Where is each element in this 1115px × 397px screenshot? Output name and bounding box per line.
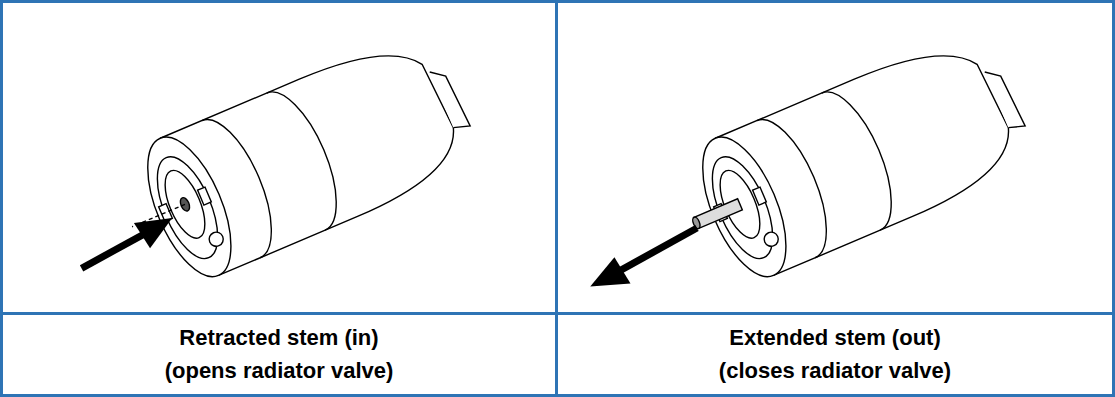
table-cell: Retracted stem (in)(opens radiator valve… (3, 314, 555, 394)
cell-text: (closes radiator valve) (719, 354, 951, 387)
pull-arrow (590, 228, 697, 286)
actuator-retracted (3, 0, 559, 313)
push-arrow (82, 218, 173, 268)
actuator-extended (558, 0, 1114, 313)
cell-text: Extended stem (out) (729, 321, 940, 354)
cell-text: Retracted stem (in) (179, 321, 378, 354)
table-cell: Extended stem (out)(closes radiator valv… (558, 314, 1112, 394)
cell-text: (opens radiator valve) (165, 354, 394, 387)
